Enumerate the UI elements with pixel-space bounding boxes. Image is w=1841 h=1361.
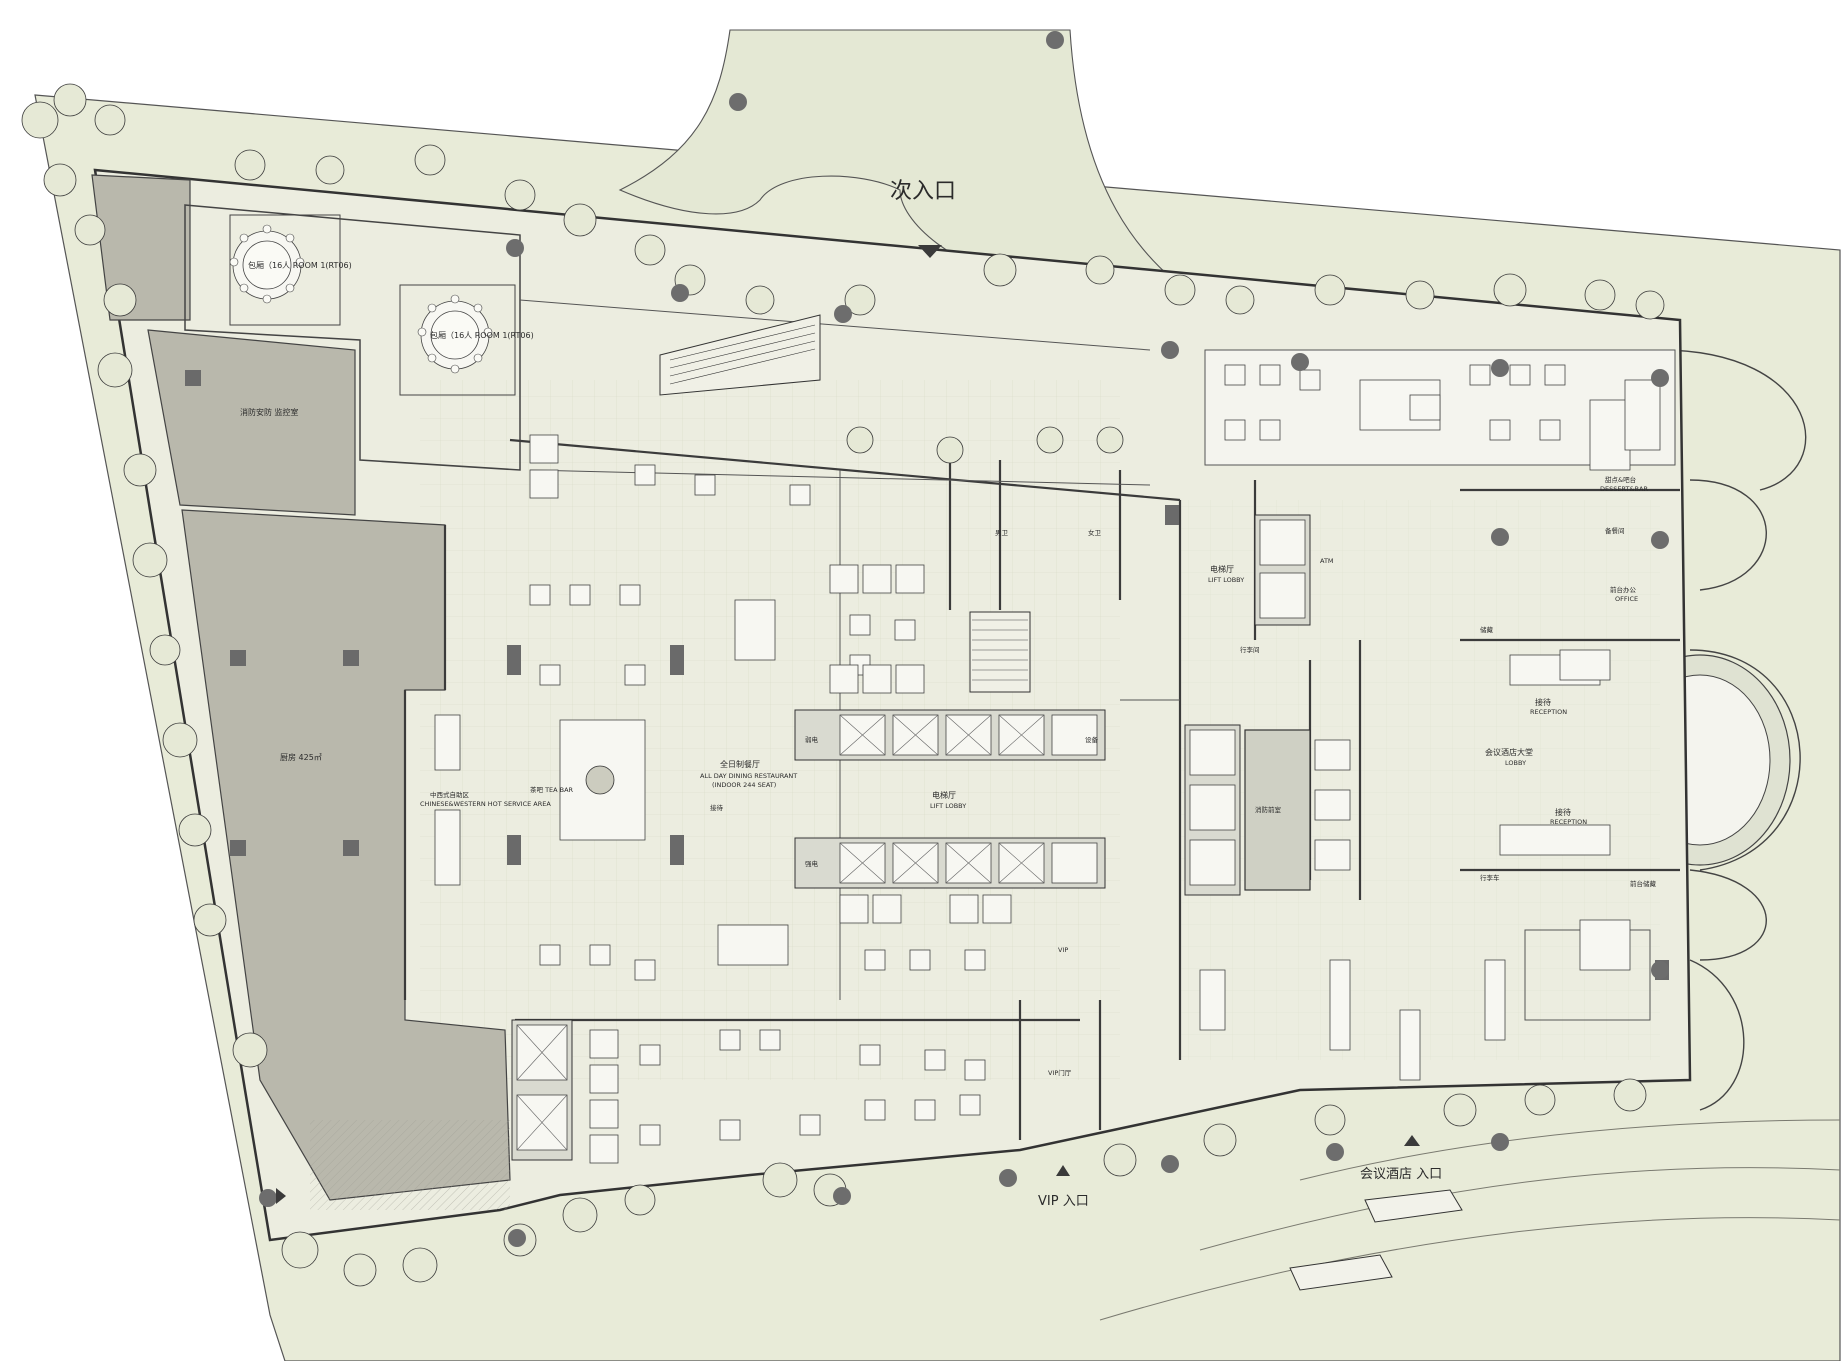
reception-north-en-label: RECEPTION (1530, 708, 1567, 716)
booth-seating (529, 434, 1012, 1164)
private-room-1-label: 包厢（16人 ROOM 1(RT06) (248, 260, 352, 270)
front-office-cn-label: 前台办公 (1610, 585, 1637, 594)
female-toilet-label: 女卫 (1088, 528, 1102, 537)
terrace-furniture (1224, 364, 1661, 451)
stair-north (91, 174, 191, 321)
atm-label: ATM (1320, 557, 1334, 565)
car-1 (1364, 1189, 1463, 1223)
show-kitchen-cn-label: 中西式自助区 (430, 790, 470, 799)
secondary-entrance-arrow (918, 245, 942, 258)
reception-desks (1499, 399, 1631, 971)
kitchen-label: 厨房 425㎡ (280, 752, 322, 762)
luggage-label: 行李间 (1240, 645, 1260, 654)
reception-south-en-label: RECEPTION (1550, 818, 1587, 826)
service-entrance-arrow (276, 1188, 286, 1204)
landscape-trees (21, 83, 1665, 1287)
fire-control-label: 消防安防 监控室 (240, 407, 299, 417)
hotel-lobby-cn-label: 会议酒店大堂 (1485, 747, 1533, 757)
private-room-2-label: 包厢（16人 ROOM 1(RT06) (430, 330, 534, 340)
weak-current-label: 弱电 (805, 735, 819, 744)
plaza-arcs (1659, 349, 1807, 1111)
dessert-en-label: DESSERT&BAR (1600, 485, 1648, 493)
front-storage-label: 前台储藏 (1630, 879, 1657, 888)
private-room-1-box (229, 214, 341, 326)
fire-control-room (147, 329, 356, 516)
lobby-lounge (1199, 739, 1506, 1081)
lift-bank-west (511, 1019, 573, 1161)
vip-label: VIP (1058, 946, 1068, 954)
access-road (618, 29, 1203, 301)
secondary-entrance-label: 次入口 (890, 179, 956, 204)
lift-bank-north (794, 709, 1106, 761)
luggage-cart-label: 行李车 (1480, 873, 1500, 882)
private-room-2-box (399, 284, 516, 396)
central-stair (969, 611, 1031, 693)
reception-north-cn-label: 接待 (1535, 697, 1551, 707)
fire-room-label: 消防前室 (1255, 805, 1282, 814)
strong-current-label: 强电 (805, 859, 819, 868)
lift-lobby2-cn-label: 电梯厅 (1210, 564, 1234, 574)
hotel-entrance-label: 会议酒店 入口 (1360, 1167, 1442, 1182)
lift-lobby-cn-label: 电梯厅 (932, 790, 956, 800)
lift-lobby2-en-label: LIFT LOBBY (1208, 576, 1244, 584)
buffet-counter (717, 924, 789, 966)
dining-seats-label: (INDOOR 244 SEAT) (712, 781, 776, 789)
tea-bar-label: 茶吧 TEA BAR (530, 785, 574, 794)
car-2 (1289, 1254, 1393, 1291)
reception-small-label: 接待 (710, 803, 724, 812)
lift-bank-east (1184, 514, 1311, 896)
vip-foyer-label: VIP门厅 (1048, 1068, 1072, 1077)
storage-label: 储藏 (1480, 625, 1494, 634)
equipment-label: 设备 (1085, 735, 1099, 744)
structural-columns (185, 370, 1669, 980)
dining-en-label: ALL DAY DINING RESTAURANT (700, 772, 797, 780)
male-toilet-label: 男卫 (995, 529, 1009, 537)
show-kitchen-en-label: CHINESE&WESTERN HOT SERVICE AREA (420, 800, 551, 808)
escalator (659, 314, 821, 396)
north-wing-outline (184, 204, 521, 471)
hotel-lobby-en-label: LOBBY (1505, 759, 1526, 767)
reception-south-cn-label: 接待 (1555, 807, 1571, 817)
backup-label: 备餐间 (1605, 526, 1625, 535)
dining-cn-label: 全日制餐厅 (720, 759, 760, 769)
front-office-en-label: OFFICE (1615, 595, 1638, 603)
road-curves (1099, 1119, 1841, 1321)
hotel-entrance-arrow (1404, 1135, 1420, 1146)
vip-entrance-arrow (1056, 1165, 1070, 1176)
lift-bank-south (794, 837, 1106, 889)
lift-lobby-en-label: LIFT LOBBY (930, 802, 966, 810)
vip-entrance-label: VIP 入口 (1038, 1194, 1089, 1209)
dessert-cn-label: 甜点&吧台 (1605, 475, 1636, 484)
fire-escape-room (1244, 729, 1311, 891)
landscape-dots (259, 31, 1669, 1247)
